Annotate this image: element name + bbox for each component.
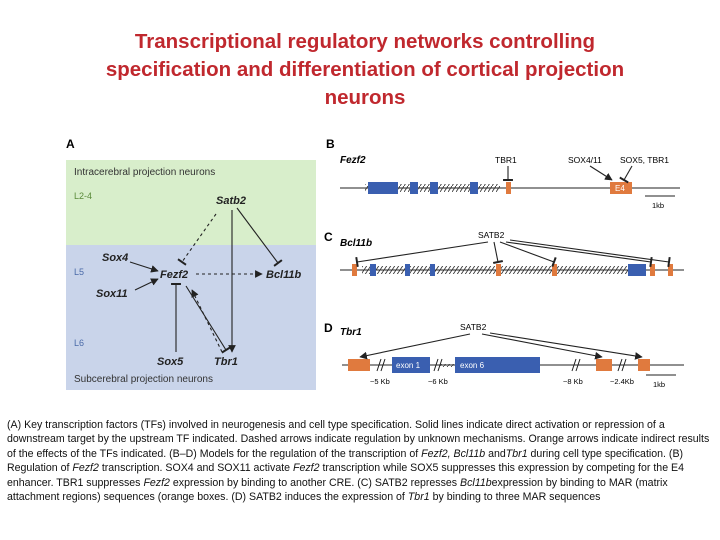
- mar-c-3: [552, 264, 557, 276]
- title-line-2: specification and differentiation of cor…: [105, 58, 625, 81]
- slide-title: Transcriptional regulatory networks cont…: [40, 28, 690, 112]
- title-line-1: Transcriptional regulatory networks cont…: [134, 30, 596, 53]
- mar-c-1: [352, 264, 357, 276]
- fezf2-e4-enhancer: [610, 182, 632, 194]
- sox4-11-factor-label: SOX4/11: [568, 155, 602, 165]
- layer-l5-label: L5: [74, 267, 84, 277]
- tbr1-exon-6: [455, 357, 540, 373]
- gene-fezf2: Fezf2: [160, 269, 188, 281]
- bcl11b-exon-3: [430, 264, 435, 276]
- bcl11b-gene-label: Bcl11b: [340, 238, 372, 249]
- mar-d-3: [638, 359, 650, 371]
- gene-sox4: Sox4: [102, 252, 128, 264]
- sox5-tbr1-factor-label: SOX5, TBR1: [620, 155, 669, 165]
- gene-bcl11b: Bcl11b: [266, 269, 302, 281]
- fezf2-exon-3: [430, 182, 438, 194]
- fezf2-exon-4: [470, 182, 478, 194]
- distance-label-4: ~2.4Kb: [610, 377, 634, 386]
- subcerebral-label: Subcerebral projection neurons: [74, 374, 213, 385]
- tbr1-factor-label: TBR1: [495, 155, 517, 165]
- gene-sox11: Sox11: [96, 288, 128, 300]
- subcerebral-region: [66, 245, 316, 390]
- satb2-mar-c-1: [355, 241, 489, 268]
- caption-gene: Tbr1: [407, 491, 430, 504]
- caption-part: expression by binding to another CRE. (C…: [169, 476, 461, 489]
- fezf2-exon-2: [410, 182, 418, 194]
- caption-gene: Fezf2, Bcl11b: [421, 447, 486, 460]
- b-scale-label: 1kb: [652, 201, 664, 210]
- distance-label-2: ~6 Kb: [428, 377, 448, 386]
- panel-a: A Intracerebral projection neurons Subce…: [66, 137, 316, 390]
- mar-d-1: [348, 359, 370, 371]
- satb2-mar-d-1: [359, 333, 471, 360]
- caption-gene: Fezf2: [293, 462, 320, 475]
- satb2-mar-c-4: [505, 241, 653, 268]
- panel-d-letter: D: [324, 321, 333, 335]
- satb2-mar-c-5: [509, 239, 671, 268]
- fezf2-gene-label: Fezf2: [340, 155, 366, 166]
- mar-c-4: [650, 264, 655, 276]
- gene-sox5: Sox5: [157, 356, 184, 368]
- caption-part: and: [485, 447, 506, 460]
- tbr1-intron: [440, 364, 460, 367]
- satb2-dashed-fezf2: [177, 213, 217, 266]
- tbr1-gene-label: Tbr1: [340, 327, 362, 338]
- panel-b: B Fezf2 E4 TBR1 SOX4/11 SOX5, TBR1 1kb: [326, 137, 680, 210]
- sox4-activates-fezf2: [129, 261, 159, 273]
- panel-a-letter: A: [66, 137, 75, 151]
- mar-c-2: [496, 264, 501, 276]
- panel-c: C Bcl11b SATB2: [324, 230, 684, 276]
- title-line-3: neurons: [324, 86, 406, 109]
- fezf2-cre: [506, 182, 511, 194]
- exon6-label: exon 6: [460, 361, 485, 370]
- satb2-d-label: SATB2: [460, 322, 487, 332]
- caption-part: transcription. SOX4 and SOX11 activate: [98, 462, 293, 475]
- fezf2-exon-1: [368, 182, 398, 194]
- d-scale-label: 1kb: [653, 380, 665, 389]
- panel-d: D Tbr1 SATB2 exon 1 exon 6 ~5 Kb ~6 Kb ~…: [324, 321, 684, 389]
- distance-label-1: ~5 Kb: [370, 377, 390, 386]
- layer-l24-label: L2-4: [74, 191, 92, 201]
- mar-d-2: [596, 359, 612, 371]
- e4-label: E4: [615, 184, 625, 193]
- sox4-11-activates-e4: [589, 165, 613, 181]
- axis-breaks: [376, 358, 627, 372]
- gene-tbr1: Tbr1: [214, 356, 238, 368]
- caption-part: expression by binding to MAR (matrix att…: [7, 476, 668, 504]
- satb2-c-label: SATB2: [478, 230, 505, 240]
- caption-gene: Tbr1: [505, 447, 528, 460]
- tbr1-exon-1: [392, 357, 430, 373]
- gene-satb2: Satb2: [216, 195, 246, 207]
- sox5-represses-e4: [619, 165, 633, 184]
- caption-part: transcription while SOX5 suppresses this…: [7, 462, 684, 489]
- bcl11b-exon-1: [370, 264, 376, 276]
- distance-label-3: ~8 Kb: [563, 377, 583, 386]
- caption-gene: Fezf2: [72, 462, 99, 475]
- panel-c-letter: C: [324, 230, 333, 244]
- caption-gene: Bcl11b: [460, 476, 492, 489]
- satb2-mar-d-3: [489, 332, 643, 360]
- satb2-represses-bcl11b: [236, 207, 283, 267]
- intracerebral-region: [66, 160, 316, 245]
- caption-gene: Fezf2: [143, 476, 170, 489]
- caption-part: (A) Key transcription factors (TFs) invo…: [7, 419, 710, 460]
- figure-caption: (A) Key transcription factors (TFs) invo…: [7, 418, 715, 504]
- satb2-mar-c-2: [492, 241, 504, 264]
- satb2-mar-d-2: [481, 333, 603, 360]
- caption-part: during cell type specification. (B) Regu…: [7, 447, 684, 475]
- caption-part: by binding to three MAR sequences: [429, 491, 601, 504]
- panel-b-letter: B: [326, 137, 335, 151]
- bcl11b-exon-4: [628, 264, 646, 276]
- layer-l6-label: L6: [74, 338, 84, 348]
- intracerebral-label: Intracerebral projection neurons: [74, 167, 215, 178]
- mar-c-5: [668, 264, 673, 276]
- bcl11b-exon-2: [405, 264, 410, 276]
- satb2-mar-c-3: [499, 241, 557, 267]
- exon1-label: exon 1: [396, 361, 421, 370]
- sox11-activates-fezf2: [134, 278, 159, 291]
- figure: A Intracerebral projection neurons Subce…: [66, 137, 684, 390]
